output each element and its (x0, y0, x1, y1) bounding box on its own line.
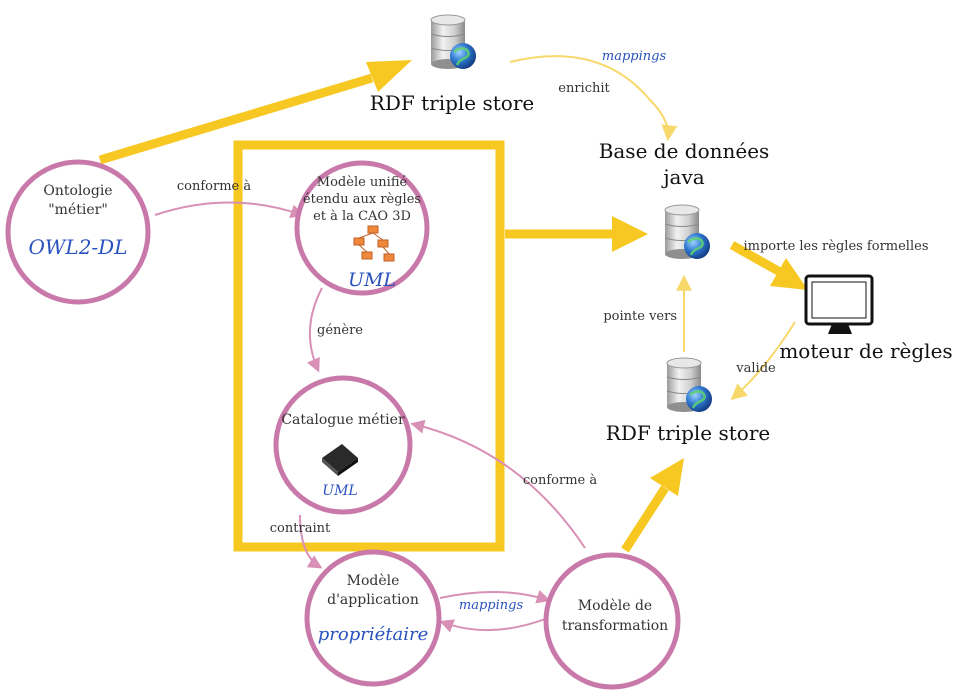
label-pointe-vers: pointe vers (603, 309, 677, 324)
base-java-database (664, 204, 712, 261)
label-genere: génère (317, 323, 363, 338)
label-mappings-1: mappings (602, 49, 667, 64)
catalogue-lang: UML (322, 483, 357, 499)
unified-model-frame (233, 140, 505, 552)
moteur-label: moteur de règles (779, 339, 952, 363)
edge-genere (307, 287, 323, 373)
arrow-ontologie-to-rdf-top (98, 73, 374, 165)
arrow-head (612, 216, 648, 252)
modele-app-line1: Modèle (347, 573, 400, 589)
monitor-icon (804, 274, 874, 334)
edge-mappings-2-back (439, 617, 549, 633)
label-mappings-2: mappings (459, 598, 524, 613)
label-conforme-a-1: conforme à (177, 179, 251, 194)
rdf-bottom-database (666, 357, 714, 414)
modele-unifie-line2: étendu aux règles (303, 192, 421, 207)
rdf-bottom-label: RDF triple store (606, 421, 770, 445)
ontologie-line1: Ontologie (43, 183, 112, 199)
thin-yellow-connectors (509, 55, 796, 401)
edge-conforme-a-1 (154, 201, 305, 218)
arrow-head (770, 258, 808, 290)
label-enrichit: enrichit (558, 81, 610, 96)
arrow-transfo-to-rdf-bottom (621, 485, 669, 553)
label-importe: importe les règles formelles (744, 239, 929, 254)
edge-conforme-a-2 (410, 419, 586, 549)
base-java-label-line1: Base de données (599, 139, 770, 163)
ontologie-line2: "métier" (48, 202, 108, 218)
globe-icon (682, 231, 712, 261)
edge-enrichit (509, 55, 678, 142)
arrow-head (366, 60, 412, 92)
ontologie-node (5, 159, 151, 305)
catalogue-line1: Catalogue métier (281, 412, 405, 428)
modele-unifie-lang: UML (348, 269, 396, 291)
globe-icon (448, 41, 478, 71)
label-contraint: contraint (270, 521, 331, 536)
modele-transfo-line1: Modèle de (578, 598, 652, 614)
pink-connectors (154, 201, 586, 633)
label-valide: valide (735, 361, 776, 376)
modele-transfo-node (543, 552, 681, 690)
modele-app-line2: d'application (327, 592, 419, 608)
rdf-top-label: RDF triple store (370, 91, 534, 115)
uml-class-diagram-icon (353, 225, 395, 262)
globe-icon (684, 384, 714, 414)
modele-transfo-line2: transformation (562, 618, 668, 634)
arrow-base-java-to-moteur (729, 241, 783, 276)
label-conforme-a-2: conforme à (523, 473, 597, 488)
edge-valide (730, 321, 796, 401)
edge-mappings-2 (439, 589, 551, 604)
base-java-label-line2: java (661, 165, 704, 189)
ontologie-lang: OWL2-DL (28, 235, 127, 259)
modele-app-node (304, 549, 442, 687)
modele-app-lang: propriétaire (318, 624, 428, 645)
arrow-head (650, 458, 684, 496)
modele-unifie-line1: Modèle unifié (317, 175, 408, 190)
yellow-arrows (98, 60, 808, 553)
modele-unifie-line3: et à la CAO 3D (313, 209, 411, 224)
rdf-top-database (430, 14, 478, 71)
edge-contraint (299, 514, 323, 569)
book-icon (322, 444, 358, 476)
